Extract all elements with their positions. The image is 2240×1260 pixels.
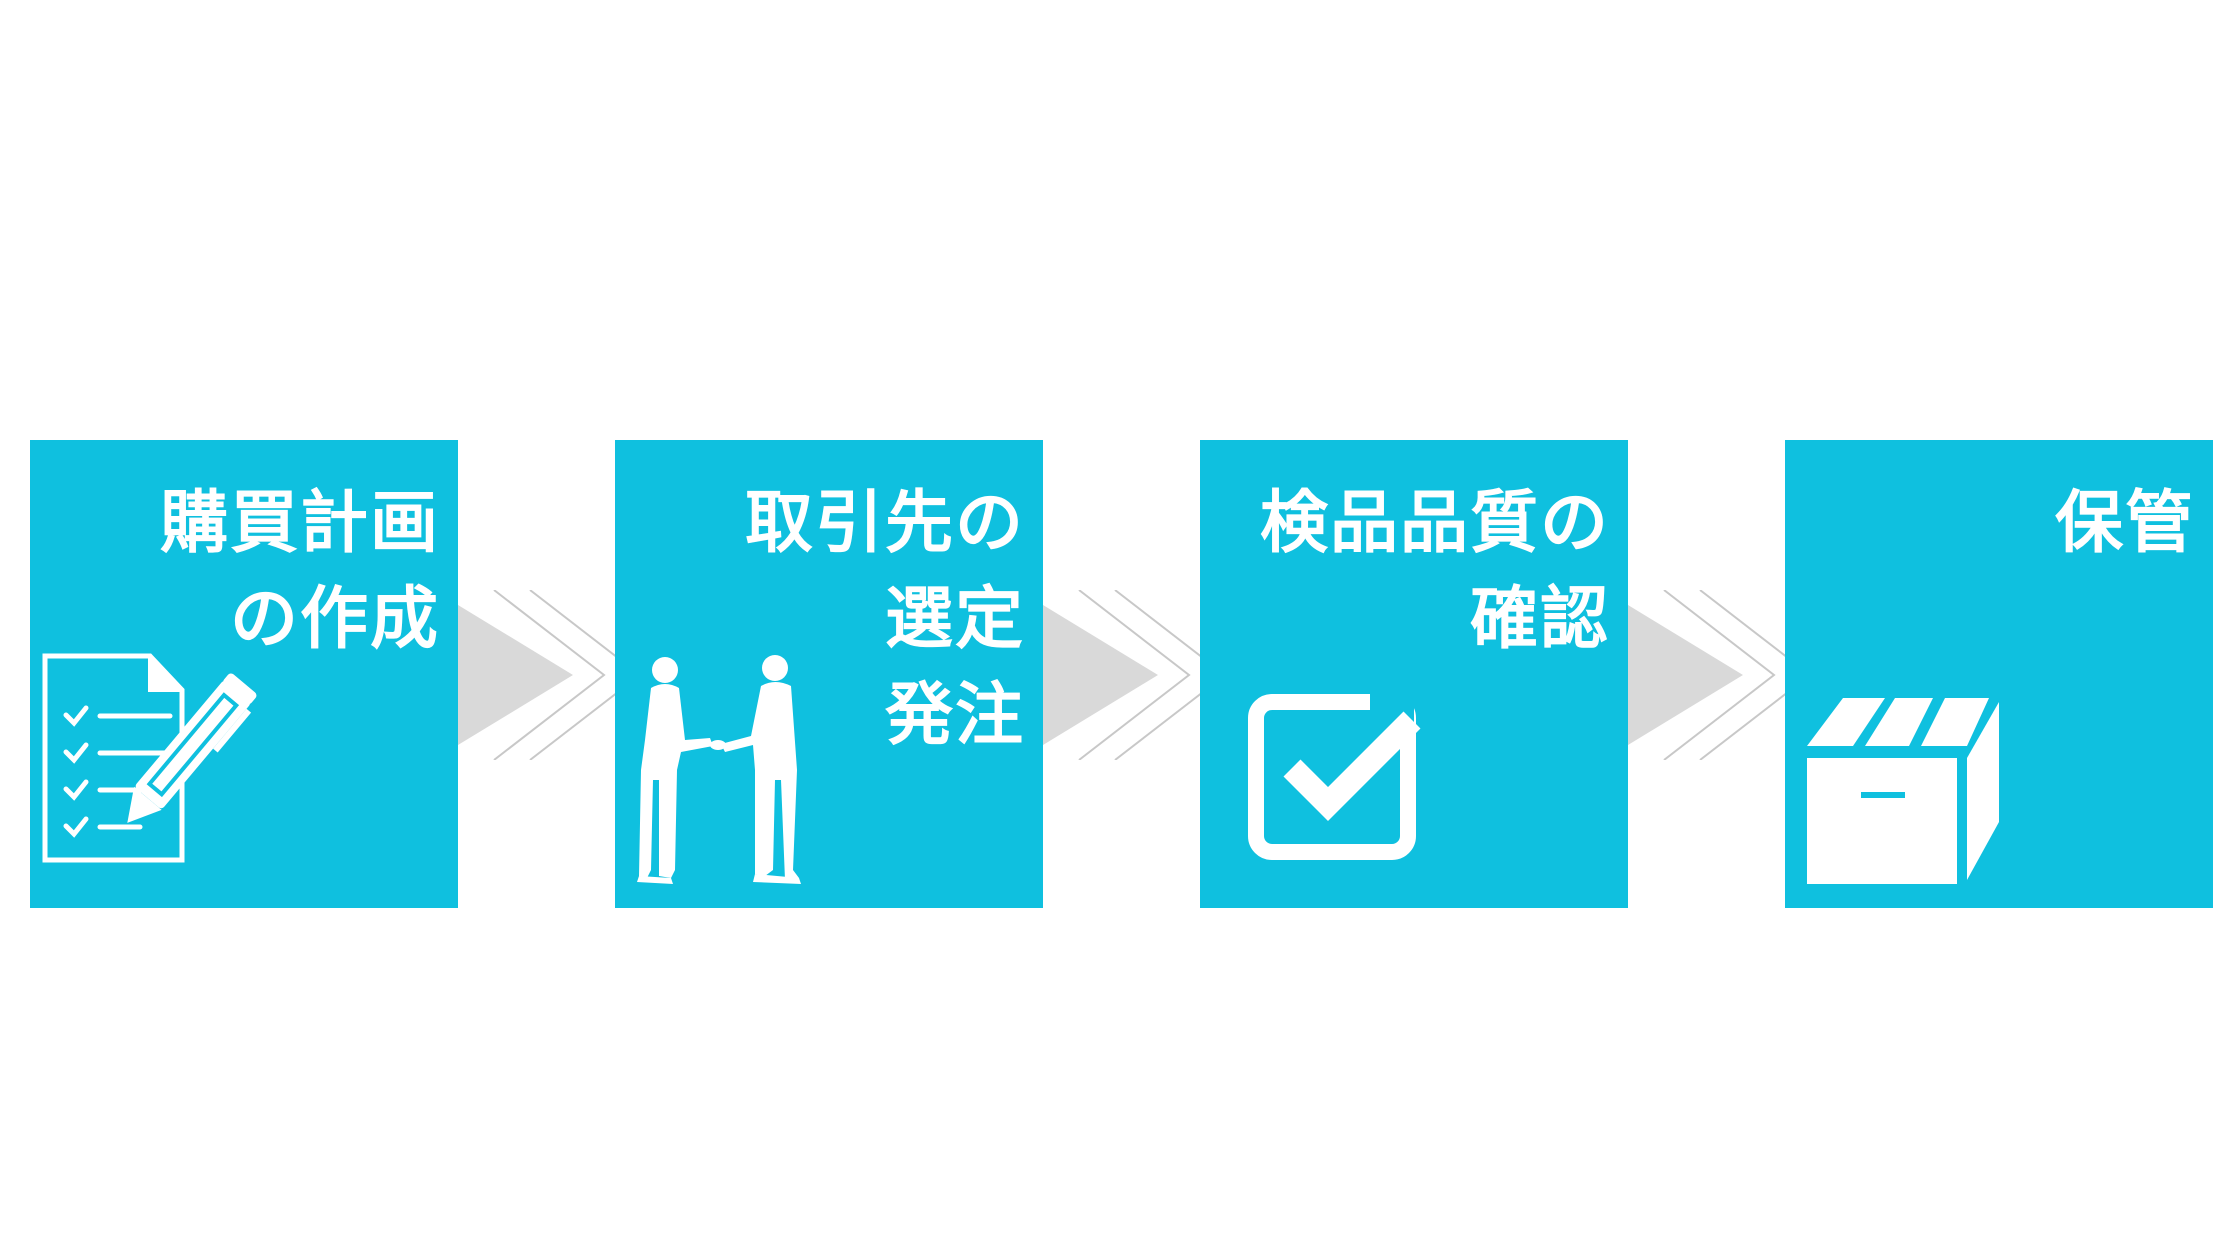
step-2-title: 取引先の 選定 発注 <box>745 476 1025 764</box>
document-pen-icon <box>42 653 257 863</box>
step-2-title-line: 選定 <box>884 580 1025 659</box>
step-3-title-line: 確認 <box>1469 580 1610 659</box>
box-icon <box>1807 698 1999 884</box>
step-4-title-line: 保管 <box>2054 484 2195 563</box>
checkbox-check-icon <box>1248 690 1421 860</box>
step-1-title-line: 購買計画 <box>159 484 440 563</box>
step-4-title: 保管 <box>2055 476 2195 572</box>
step-1-box: 購買計画 の作成 <box>30 440 458 908</box>
step-4-box: 保管 <box>1785 440 2213 908</box>
step-1-title-line: の作成 <box>229 580 440 659</box>
step-1-title: 購買計画 の作成 <box>160 476 440 668</box>
step-2-title-line: 発注 <box>884 676 1025 755</box>
step-2-box: 取引先の 選定 発注 <box>615 440 1043 908</box>
step-3-title: 検品品質の 確認 <box>1260 476 1610 668</box>
step-2-title-line: 取引先の <box>744 484 1025 563</box>
step-3-box: 検品品質の 確認 <box>1200 440 1628 908</box>
step-3-title-line: 検品品質の <box>1259 484 1610 563</box>
handshake-icon <box>637 655 801 884</box>
